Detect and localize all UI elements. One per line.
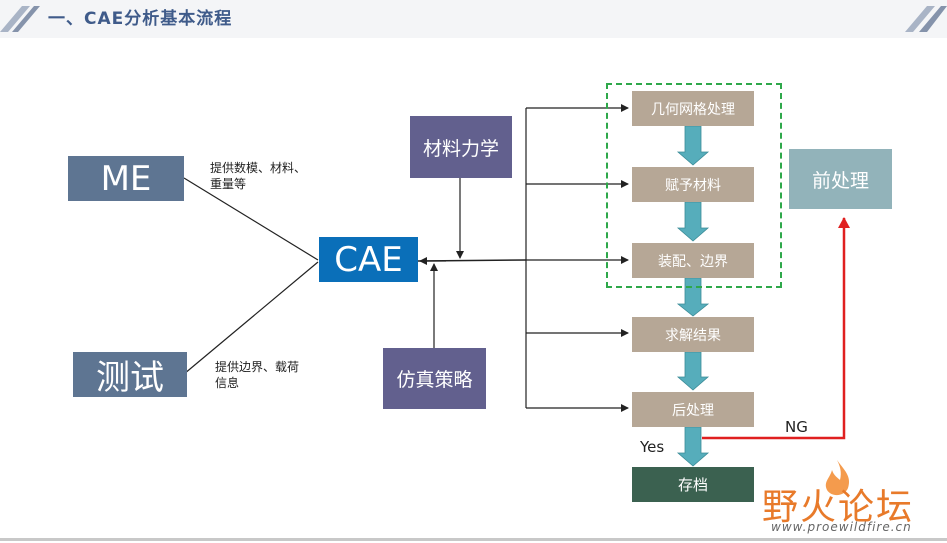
step-save-box: 存档 [632,467,754,502]
watermark-name: 野火论坛 [762,487,915,528]
footer-line [0,538,947,541]
preprocess-box: 前处理 [789,149,892,209]
yes-label: Yes [640,438,665,456]
test-box: 测试 [73,352,187,398]
me-note-text: 提供数模、材料、 重量等 [210,161,307,191]
page-title: 一、CAE分析基本流程 [48,9,233,29]
header-stripe-left-icon [0,6,40,32]
flow-arrow-2-icon [676,201,710,242]
step-material-box: 赋予材料 [632,167,754,202]
step-solve-box: 求解结果 [632,317,754,352]
strategy-box: 仿真策略 [383,348,486,409]
header-stripe-right-icon [905,6,947,32]
me-note: 提供数模、材料、 重量等 [210,160,306,192]
me-box: ME [68,156,184,201]
mechanics-box: 材料力学 [410,116,512,178]
ng-label: NG [785,418,808,436]
flow-arrow-1-icon [676,125,710,166]
test-to-cae-line [183,261,319,375]
flame-icon [825,460,850,496]
step-postprocess-box: 后处理 [632,392,754,427]
flow-arrow-4-icon [676,351,710,391]
step-assembly-box: 装配、边界 [632,243,754,278]
preprocess-group-frame [606,83,782,288]
watermark-url: www.proewildfire.cn [771,520,912,534]
flow-arrow-5-icon [676,426,710,467]
header-bar [0,0,947,38]
test-note: 提供边界、载荷 信息 [215,359,299,391]
me-to-cae-line [183,177,319,261]
test-note-text: 提供边界、载荷 信息 [215,360,300,390]
ng-arrow [702,217,850,440]
step-mesh-box: 几何网格处理 [632,91,754,126]
cae-box: CAE [319,237,418,282]
